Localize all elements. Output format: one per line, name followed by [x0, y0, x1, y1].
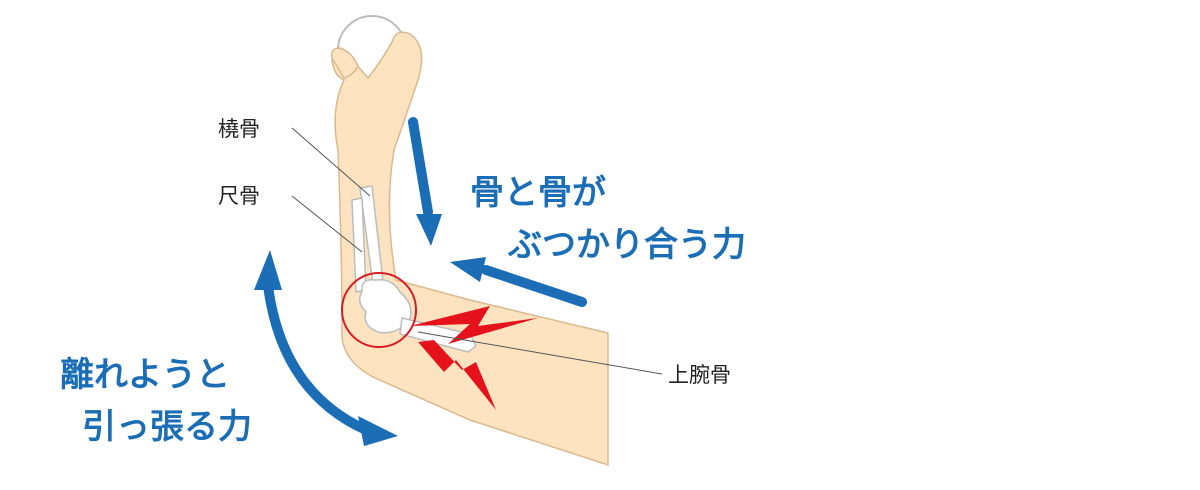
pull-caption-line1: 離れようと	[60, 355, 230, 395]
lightning-bolt-icon	[410, 306, 538, 344]
thumb	[330, 47, 359, 79]
humerus-leader-line	[417, 331, 663, 375]
radius-leader-line	[291, 127, 371, 197]
pull-arrow-curved	[254, 250, 398, 446]
compression-arrow-vertical	[408, 117, 442, 246]
ulna-leader-line	[291, 195, 363, 253]
lightning-bolt-icon	[418, 340, 496, 410]
elbow-highlight-circle	[341, 272, 417, 348]
compression-caption-line1: 骨と骨が	[470, 173, 606, 213]
radius-label: 橈骨	[218, 117, 260, 141]
compression-arrow-diagonal	[450, 257, 587, 307]
compression-caption-line2: ぶつかり合う力	[507, 225, 746, 265]
elbow-joint-bone	[359, 279, 412, 334]
humerus-label: 上腕骨	[668, 363, 731, 387]
arm-silhouette	[331, 31, 609, 467]
pull-caption-line2: 引っ張る力	[82, 407, 252, 447]
ulna-label: 尺骨	[218, 184, 260, 208]
